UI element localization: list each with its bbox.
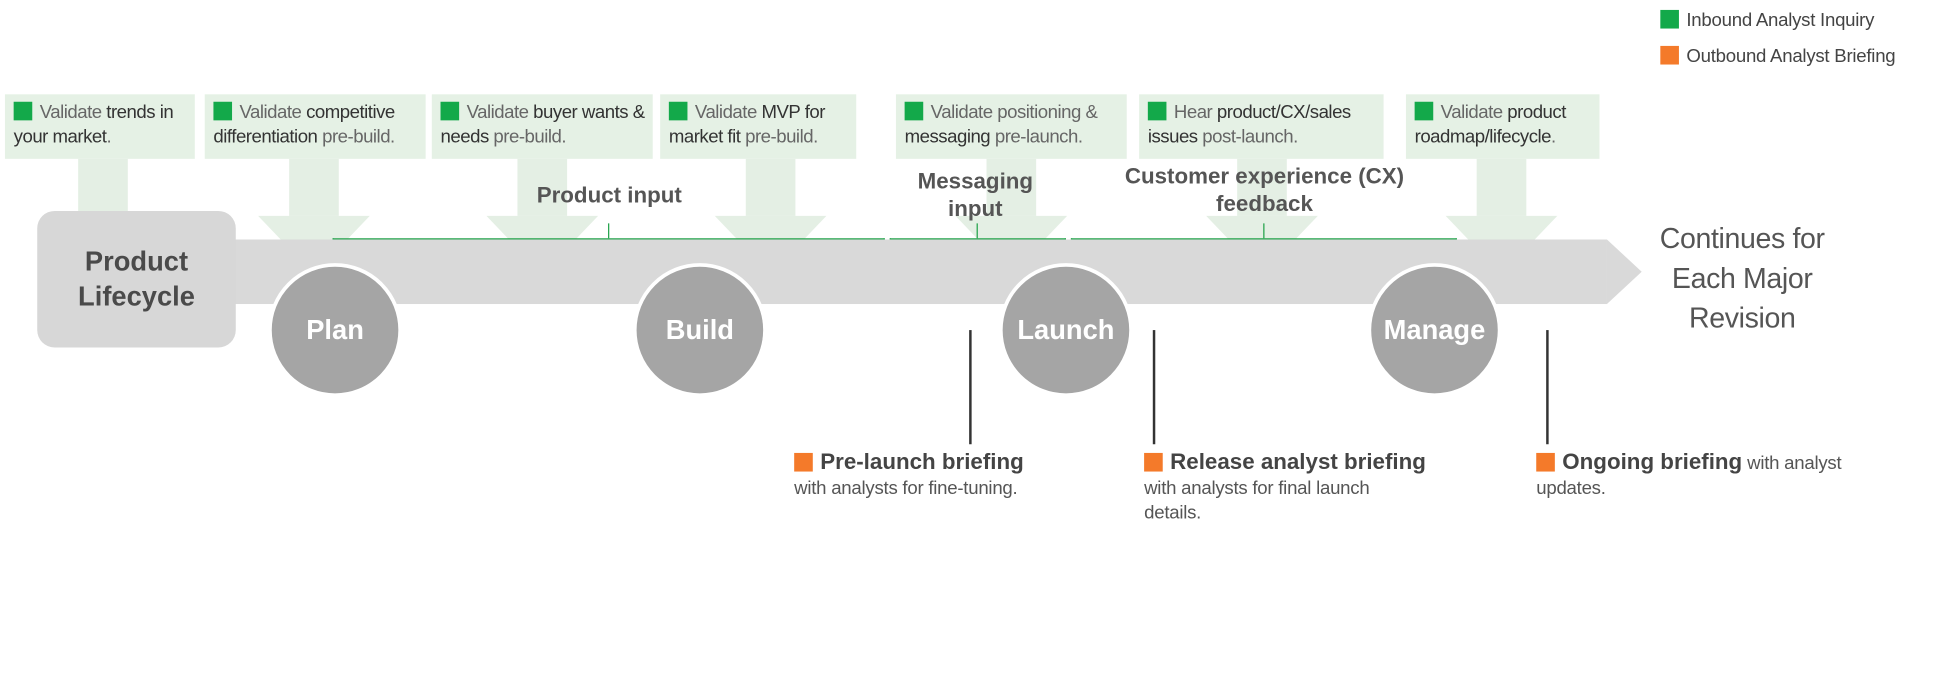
legend-item-inbound: Inbound Analyst Inquiry (1660, 9, 1874, 31)
briefing-ongoing: Ongoing briefing with analyst updates. (1536, 449, 1842, 499)
bracket-stem (608, 223, 610, 239)
bracket-stem (1263, 223, 1265, 239)
lifecycle-track (186, 239, 1607, 305)
briefing-connector (1152, 330, 1156, 445)
callout-roadmap: Validate product roadmap/lifecycle. (1405, 94, 1600, 159)
continues-label: Continues for Each Major Revision (1659, 222, 1825, 334)
green-square-icon (904, 101, 924, 121)
callout-buyer: Validate buyer wants & needs pre-build. (431, 94, 653, 159)
green-square-icon (1147, 101, 1167, 121)
product-input-label: Product input (536, 182, 682, 208)
callout-competitive: Validate competitive differentiation pre… (204, 94, 426, 159)
track-arrowhead-icon (1606, 239, 1642, 305)
callout-trends: Validate trends in your market. (4, 94, 195, 159)
bracket-stem (976, 223, 978, 239)
legend-item-outbound: Outbound Analyst Briefing (1660, 45, 1896, 67)
stage-build: Build (632, 263, 767, 398)
briefing-release: Release analyst briefing with analysts f… (1144, 449, 1426, 524)
orange-square-icon (1144, 452, 1163, 472)
product-lifecycle-box: Product Lifecycle (37, 210, 236, 348)
green-square-icon (440, 101, 460, 121)
stage-plan: Plan (268, 263, 403, 398)
briefing-connector (969, 330, 972, 445)
orange-square-icon (1660, 45, 1679, 65)
green-square-icon (13, 101, 33, 121)
callout-mvp: Validate MVP for market fit pre-build. (660, 94, 857, 159)
stage-launch: Launch (998, 263, 1133, 398)
orange-square-icon (794, 452, 813, 472)
cx-feedback-label: Customer experience (CX) feedback (1124, 163, 1405, 216)
green-square-icon (668, 101, 688, 121)
green-square-icon (1414, 101, 1434, 121)
briefing-pre-launch: Pre-launch briefing with analysts for fi… (794, 449, 1024, 499)
stage-manage: Manage (1367, 263, 1502, 398)
callout-messaging: Validate positioning & messaging pre-lau… (895, 94, 1127, 159)
green-square-icon (213, 101, 233, 121)
orange-square-icon (1536, 452, 1555, 472)
messaging-input-label: Messaging input (917, 168, 1034, 221)
callout-issues: Hear product/CX/sales issues post-launch… (1139, 94, 1384, 159)
briefing-connector (1546, 330, 1549, 445)
green-square-icon (1660, 9, 1679, 29)
